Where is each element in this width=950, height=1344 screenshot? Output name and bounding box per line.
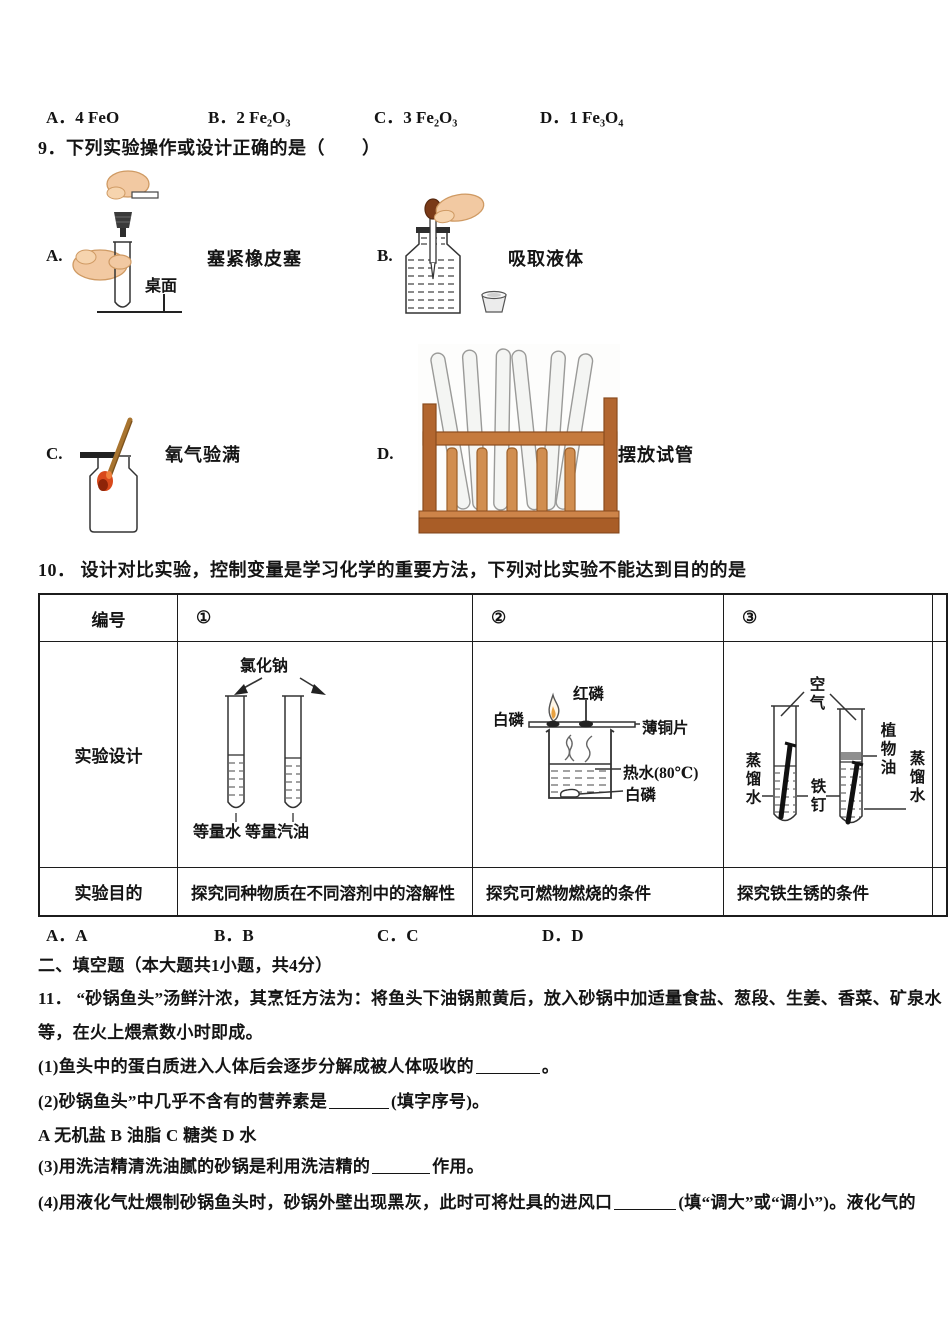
flame — [548, 692, 560, 722]
q11-intro-line1: 11． “砂锅鱼头”汤鲜汁浓，其烹饪方法为：将鱼头下油锅煎黄后，放入砂锅中加适量… — [38, 989, 942, 1008]
q11-part-1-pre: (1)鱼头中的蛋白质进入人体后会逐步分解成被人体吸收的 — [38, 1057, 474, 1076]
q11-part-2-post: (填字序号)。 — [391, 1092, 490, 1111]
test-tube-rack-drawing — [418, 344, 620, 536]
q9-option-d-label: D. — [377, 444, 394, 463]
q11-blank-2 — [329, 1094, 390, 1109]
distilled-water-right-label: 蒸馏水 — [907, 750, 925, 806]
q9-option-d-caption: 摆放试管 — [618, 445, 694, 465]
solubility-drawing — [225, 677, 326, 822]
tube-gasoline — [282, 695, 304, 822]
experiment-2-cell: 白磷 红磷 薄铜片 热水(80℃) 白磷 — [473, 642, 724, 868]
white-phosphorus-label: 白磷 — [493, 712, 525, 729]
question-9-text: 9．下列实验操作或设计正确的是（ ） — [38, 138, 381, 158]
q11-part-4-pre: (4)用液化气灶煨制砂锅鱼头时，砂锅外壁出现黑灰，此时可将灶具的进风口 — [38, 1193, 613, 1212]
q9-option-b-caption: 吸取液体 — [508, 249, 584, 269]
test-tube — [113, 241, 132, 308]
rusting-drawing — [762, 691, 906, 825]
q11-part-1: (1)鱼头中的蛋白质进入人体后会逐步分解成被人体吸收的 。 — [38, 1052, 559, 1077]
q11-part-2-options: A 无机盐 B 油脂 C 糖类 D 水 — [38, 1126, 257, 1145]
q11-part-4: (4)用液化气灶煨制砂锅鱼头时，砂锅外壁出现黑灰，此时可将灶具的进风口 (填“调大… — [38, 1188, 916, 1213]
q10-answer-c: C．C — [377, 926, 419, 945]
copper-sheet-label: 薄铜片 — [642, 720, 689, 737]
table-header-cutoff — [933, 595, 946, 642]
wooden-rack — [418, 397, 620, 534]
desk-label: 桌面 — [145, 278, 178, 295]
purpose-3: 探究铁生锈的条件 — [724, 868, 933, 915]
q11-part-3-post: 作用。 — [432, 1157, 485, 1176]
figure-q9-b-dropper — [402, 180, 522, 317]
q11-part-2-pre: (2)砂锅鱼头”中几乎不含有的营养素是 — [38, 1092, 328, 1111]
table-header-2: ② — [473, 595, 724, 642]
q8-option-c: C．3 Fe₂O₃ — [374, 108, 458, 127]
experiment-1-cell: 氯化钠 — [178, 642, 473, 868]
stopper-test-tube-drawing — [72, 170, 182, 313]
q11-intro-line2: 等，在火上煨煮数小时即成。 — [38, 1023, 263, 1042]
bottle-cap — [481, 290, 507, 313]
design-row-cutoff — [933, 642, 946, 868]
q10-answer-b: B．B — [214, 926, 254, 945]
experiment-3-cell: 空气 蒸馏水 铁钉 植物油 蒸馏水 — [724, 642, 933, 868]
q11-part-3-pre: (3)用洗洁精清洗油腻的砂锅是利用洗洁精的 — [38, 1157, 371, 1176]
q10-answer-d: D．D — [542, 926, 584, 945]
dropper-bottle-drawing — [405, 193, 507, 314]
red-phosphorus-label: 红磷 — [573, 686, 605, 703]
tube-water — [225, 695, 247, 822]
q9-option-a-label: A. — [46, 246, 63, 265]
table-header-id: 编号 — [40, 595, 178, 642]
hand — [433, 193, 485, 224]
rubber-stopper — [114, 212, 132, 237]
tube-air-water — [771, 705, 799, 822]
iron-nail-label: 铁钉 — [808, 778, 826, 815]
glowing-splint — [97, 417, 133, 491]
q9-option-b-label: B. — [377, 246, 393, 265]
red-phosphorus-blob — [579, 720, 593, 728]
arrowhead-right — [311, 684, 326, 695]
combustion-drawing — [528, 692, 640, 799]
white-phosphorus-blob — [546, 720, 560, 728]
tube-oil-water — [837, 708, 865, 825]
gas-bottle-splint-drawing — [80, 417, 138, 533]
q11-part-1-post: 。 — [541, 1057, 560, 1076]
figure-q9-d-rack-photo — [418, 344, 620, 536]
vegetable-oil-label: 植物油 — [878, 722, 896, 778]
question-10-text: 10． 设计对比实验，控制变量是学习化学的重要方法，下列对比实验不能达到目的的是 — [38, 560, 747, 580]
purpose-row-label: 实验目的 — [40, 868, 178, 915]
q10-table: 编号 ① ② ③ 实验设计 氯化钠 — [38, 593, 948, 917]
section-2-title: 二、填空题（本大题共1小题，共4分） — [38, 956, 333, 975]
q9-option-c-caption: 氧气验满 — [165, 445, 241, 465]
purpose-row-cutoff — [933, 868, 946, 915]
q8-option-a: A．4 FeO — [46, 108, 120, 127]
q8-option-d: D．1 Fe₃O₄ — [540, 108, 624, 127]
purpose-2: 探究可燃物燃烧的条件 — [473, 868, 724, 915]
figure-q9-c-oxygen-test — [78, 398, 198, 538]
distilled-water-left-label: 蒸馏水 — [743, 752, 761, 808]
hot-water-label: 热水(80℃) — [623, 765, 699, 782]
q11-part-2: (2)砂锅鱼头”中几乎不含有的营养素是 (填字序号)。 — [38, 1087, 489, 1112]
q11-blank-4 — [614, 1195, 677, 1210]
q11-blank-1 — [475, 1059, 540, 1074]
upper-hand — [106, 170, 159, 200]
sodium-chloride-label: 氯化钠 — [240, 658, 289, 675]
table-header-3: ③ — [724, 595, 933, 642]
underwater-phosphorus — [559, 788, 580, 798]
equal-water-gasoline-label: 等量水 等量汽油 — [193, 824, 310, 841]
q9-option-c-label: C. — [46, 444, 63, 463]
q9-option-a-caption: 塞紧橡皮塞 — [207, 249, 302, 269]
purpose-1: 探究同种物质在不同溶剂中的溶解性 — [178, 868, 473, 915]
table-header-1: ① — [178, 595, 473, 642]
q10-answer-a: A．A — [46, 926, 88, 945]
oil-layer — [841, 752, 861, 760]
q11-part-3: (3)用洗洁精清洗油腻的砂锅是利用洗洁精的 作用。 — [38, 1152, 484, 1177]
air-label: 空气 — [807, 676, 825, 713]
cover-plate — [80, 452, 117, 458]
q8-option-b: B．2 Fe₂O₃ — [208, 108, 291, 127]
white-phosphorus-bottom-label: 白磷 — [625, 787, 657, 804]
finger — [108, 254, 132, 270]
figure-q9-a-stopper — [70, 162, 190, 317]
design-row-label: 实验设计 — [40, 642, 178, 868]
beaker — [545, 728, 615, 799]
q11-blank-3 — [372, 1159, 431, 1174]
q11-part-4-post: (填“调大”或“调小”)。液化气的 — [678, 1193, 916, 1212]
arrowhead-left — [234, 684, 248, 695]
